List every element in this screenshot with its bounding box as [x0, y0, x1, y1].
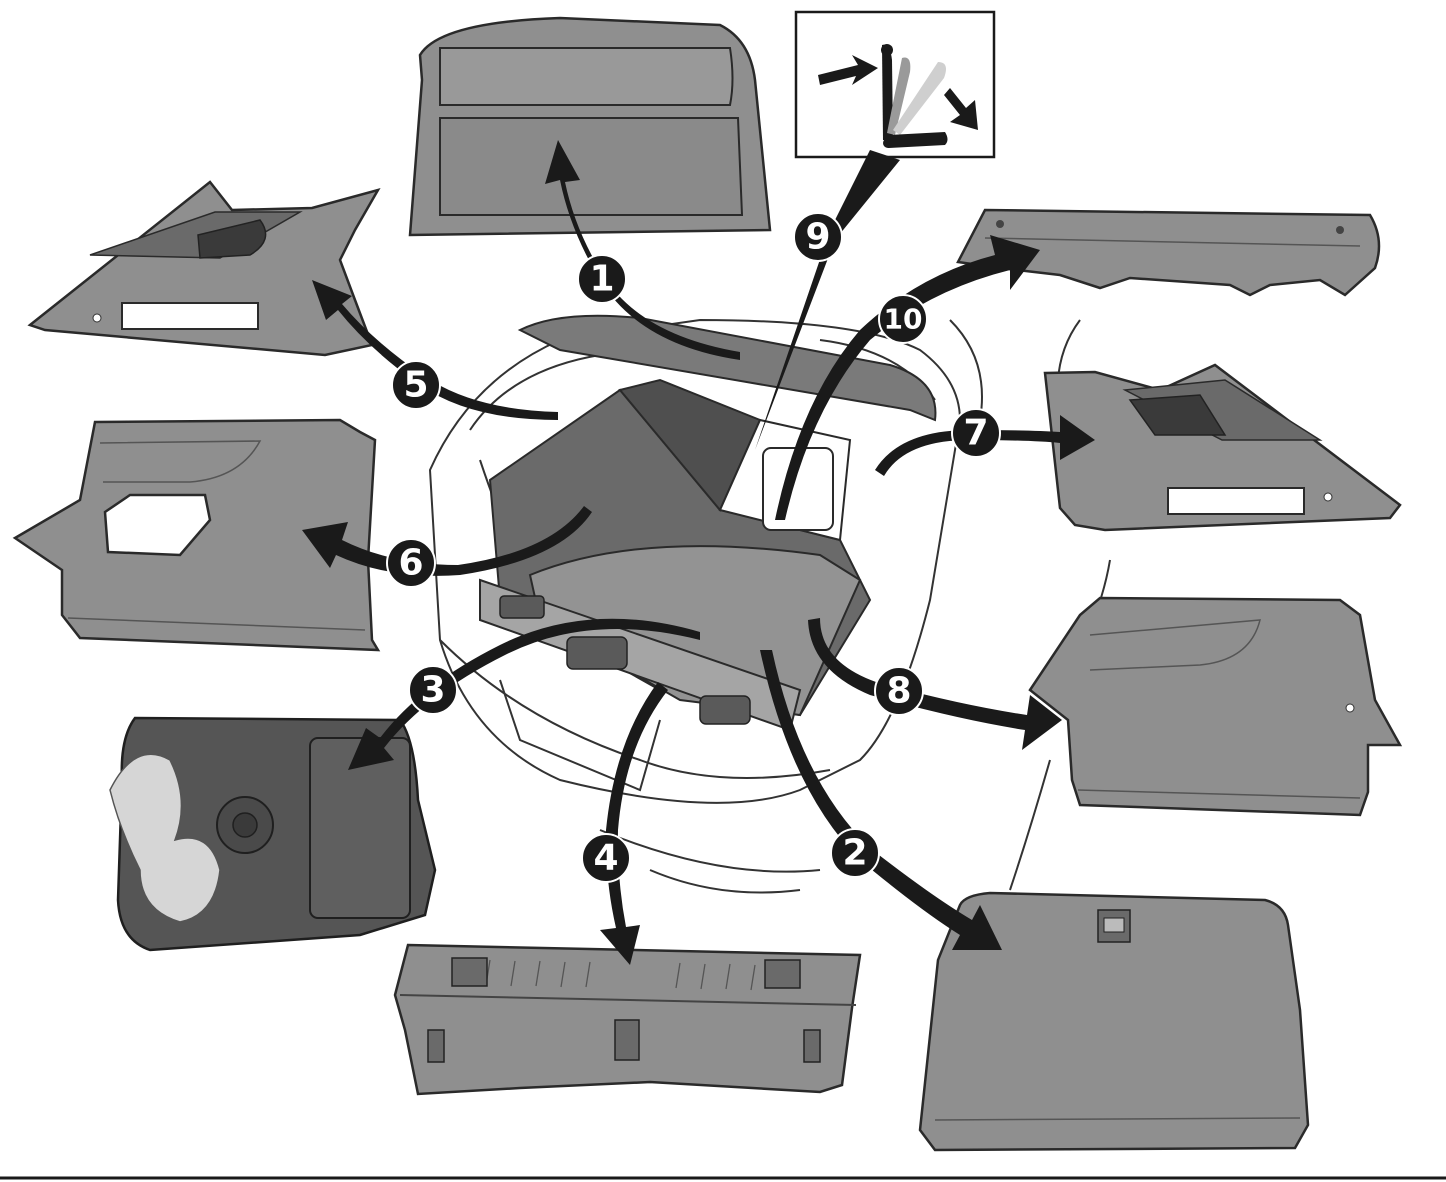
part-left-upper-side-trim — [30, 182, 378, 355]
callout-label-1: 1 — [589, 259, 614, 300]
callout-label-10: 10 — [884, 303, 923, 336]
part-parcel-shelf — [410, 18, 770, 235]
callout-marker-2: 2 — [831, 829, 879, 877]
callout-marker-9: 9 — [794, 213, 842, 261]
callout-label-2: 2 — [842, 833, 867, 874]
callout-label-4: 4 — [593, 838, 618, 879]
callout-label-5: 5 — [403, 365, 428, 406]
callout-marker-3: 3 — [409, 666, 457, 714]
callout-label-7: 7 — [963, 413, 988, 454]
callout-label-8: 8 — [886, 671, 911, 712]
part-right-upper-side-trim — [1045, 365, 1400, 530]
seat-fold-inset — [796, 12, 994, 157]
callout-marker-6: 6 — [387, 539, 435, 587]
callout-marker-1: 1 — [578, 255, 626, 303]
callout-marker-8: 8 — [875, 667, 923, 715]
callout-label-6: 6 — [398, 543, 423, 584]
callout-marker-5: 5 — [392, 361, 440, 409]
callout-marker-4: 4 — [582, 834, 630, 882]
callout-label-3: 3 — [420, 670, 445, 711]
callout-marker-7: 7 — [952, 409, 1000, 457]
part-right-lower-side-trim — [1030, 598, 1400, 815]
callout-marker-10: 10 — [879, 295, 927, 343]
callout-label-9: 9 — [805, 217, 830, 258]
part-sill-trim-panel — [395, 945, 860, 1094]
